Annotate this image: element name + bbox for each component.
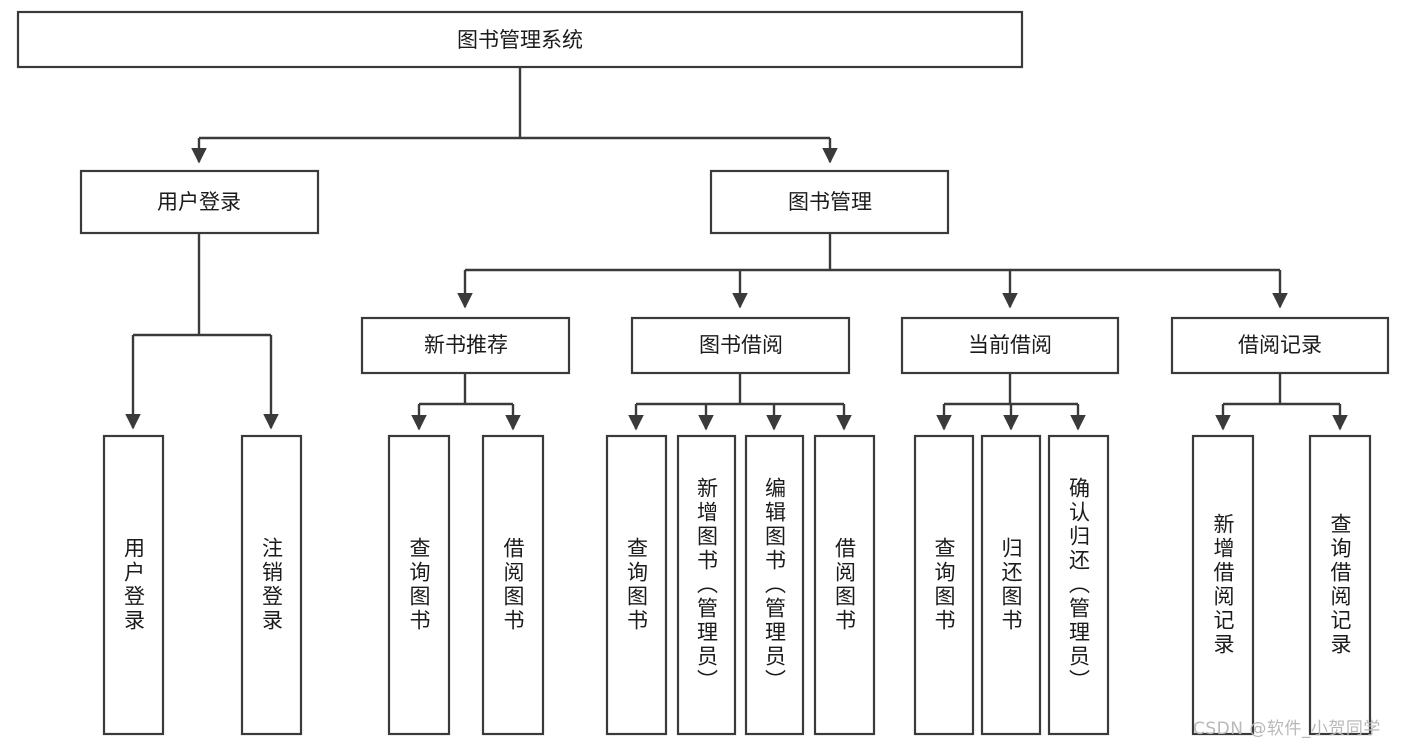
node-borrow-record-label: 借阅记录	[1238, 333, 1322, 357]
connector-group-book-mgmt	[457, 233, 1288, 309]
leaf-box-new-book-2[interactable]	[481, 434, 545, 736]
leaf-box-borrow-4[interactable]	[813, 434, 876, 736]
leaf-box-new-book-1[interactable]	[387, 434, 451, 736]
node-new-book-recommend[interactable]: 新书推荐	[360, 316, 571, 375]
node-borrow-record[interactable]: 借阅记录	[1170, 316, 1390, 375]
node-book-management-box[interactable]	[709, 169, 950, 235]
node-root-label: 图书管理系统	[457, 28, 583, 52]
leaf-box-record-1[interactable]	[1191, 434, 1255, 736]
node-user-login-box[interactable]	[79, 169, 320, 235]
watermark-text: CSDN @软件_小贺同学	[1193, 719, 1381, 739]
connector-group-current-borrow	[936, 373, 1086, 431]
node-book-borrow[interactable]: 图书借阅	[630, 316, 851, 375]
connector-group-user-login	[125, 233, 279, 430]
leaf-box-user-login-1[interactable]	[102, 434, 165, 736]
connector-group-borrow	[628, 373, 852, 431]
leaf-box-current-1[interactable]	[913, 434, 975, 736]
leaf-box-borrow-3[interactable]	[744, 434, 805, 736]
connector-group-root	[191, 67, 838, 164]
node-user-login[interactable]: 用户登录	[79, 169, 320, 235]
connector-group-new-book	[411, 373, 521, 431]
node-user-login-label: 用户登录	[157, 190, 241, 214]
node-root-box[interactable]	[16, 10, 1024, 69]
node-book-management[interactable]: 图书管理	[709, 169, 950, 235]
leaf-box-current-3[interactable]	[1047, 434, 1110, 736]
node-book-borrow-box[interactable]	[630, 316, 851, 375]
node-book-management-label: 图书管理	[788, 190, 872, 214]
connector-group-borrow-record	[1215, 373, 1348, 431]
leaf-box-user-login-2[interactable]	[240, 434, 303, 736]
node-borrow-record-box[interactable]	[1170, 316, 1390, 375]
node-current-borrow-label: 当前借阅	[968, 333, 1052, 357]
node-new-book-recommend-box[interactable]	[360, 316, 571, 375]
leaf-box-borrow-1[interactable]	[605, 434, 668, 736]
leaf-box-current-2[interactable]	[980, 434, 1042, 736]
node-current-borrow[interactable]: 当前借阅	[900, 316, 1120, 375]
node-root[interactable]: 图书管理系统	[16, 10, 1024, 69]
node-current-borrow-box[interactable]	[900, 316, 1120, 375]
node-new-book-recommend-label: 新书推荐	[424, 333, 508, 357]
node-book-borrow-label: 图书借阅	[699, 333, 783, 357]
leaf-box-borrow-2[interactable]	[676, 434, 737, 736]
leaf-box-record-2[interactable]	[1308, 434, 1372, 736]
